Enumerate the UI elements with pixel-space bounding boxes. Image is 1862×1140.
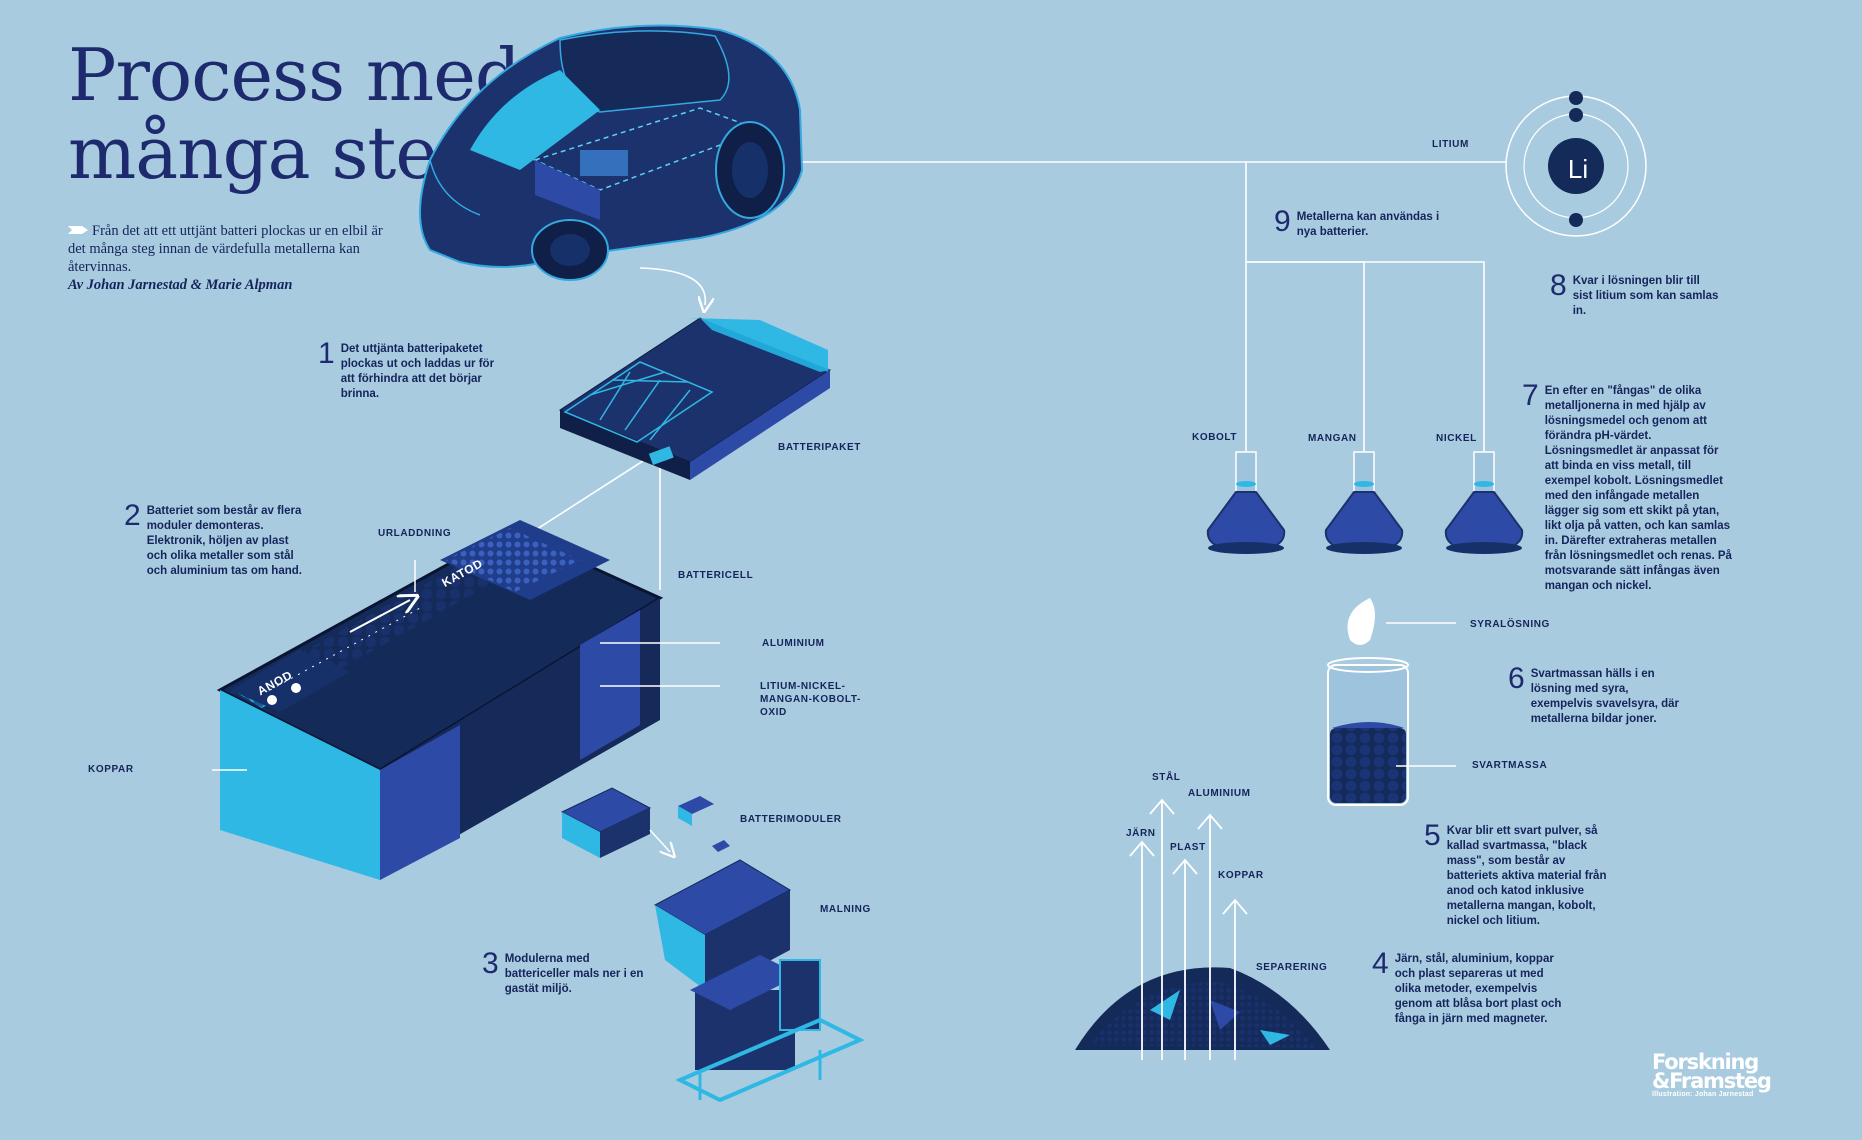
step-6-text: Svartmassan hälls i en lösning med syra,… — [1530, 668, 1680, 725]
label-nickel: NICKEL — [1436, 433, 1477, 444]
step-5-text: Kvar blir ett svart pulver, så kallad sv… — [1446, 825, 1607, 927]
lead-arrow-icon — [68, 226, 88, 234]
step-8-text: Kvar i lösningen blir till sist litium s… — [1572, 275, 1719, 317]
illustration-credit: Illustration: Johan Jarnestad — [1652, 1091, 1754, 1098]
step-6-number: 6 — [1508, 662, 1525, 695]
intro-body: Från det att ett uttjänt batteri plockas… — [68, 223, 383, 275]
step-7: 7 En efter en "fångas" de olika metalljo… — [1522, 379, 1732, 594]
label-batterimoduler: BATTERIMODULER — [740, 814, 842, 825]
step-4-text: Järn, stål, aluminium, koppar och plast … — [1394, 953, 1562, 1025]
lithium-atom-icon — [1505, 91, 1647, 237]
step-9-number: 9 — [1274, 205, 1291, 238]
forskning-framsteg-logo: Forskning &Framsteg Illustration: Johan … — [1652, 1050, 1772, 1099]
acid-beaker — [1327, 598, 1456, 806]
step-3: 3 Modulerna med battericeller mals ner i… — [482, 947, 658, 997]
grinder — [653, 859, 865, 1103]
step-4: 4 Järn, stål, aluminium, koppar och plas… — [1372, 947, 1572, 1027]
label-koppar-sep: KOPPAR — [1218, 870, 1264, 881]
logo-line-1: Forskning — [1652, 1050, 1759, 1074]
label-jarn: JÄRN — [1126, 828, 1156, 839]
flask-mangan — [1324, 451, 1404, 554]
label-plast: PLAST — [1170, 842, 1206, 853]
battery-modules — [560, 787, 730, 858]
step-7-number: 7 — [1522, 379, 1539, 412]
title-line-1: Process med — [68, 33, 521, 117]
battery-cell — [212, 520, 720, 880]
step-5: 5 Kvar blir ett svart pulver, så kallad … — [1424, 819, 1620, 929]
logo-line-2: &Framsteg — [1652, 1069, 1772, 1093]
label-aluminium-cell: ALUMINIUM — [762, 638, 825, 649]
step-8-number: 8 — [1550, 269, 1567, 302]
step-5-number: 5 — [1424, 819, 1441, 852]
label-kobolt: KOBOLT — [1192, 432, 1238, 443]
intro-text: Från det att ett uttjänt batteri plockas… — [68, 222, 398, 294]
flask-nickel — [1444, 451, 1524, 554]
step-1: 1 Det uttjänta batteripaketet plockas ut… — [318, 337, 504, 402]
label-svartmassa: SVARTMASSA — [1472, 760, 1548, 771]
zoom-line-a — [519, 451, 658, 541]
label-litium-nmc: LITIUM-NICKEL-MANGAN-KOBOLT-OXID — [760, 681, 861, 718]
car-illustration — [419, 24, 804, 281]
label-aluminium-sep: ALUMINIUM — [1188, 788, 1251, 799]
label-syralosning: SYRALÖSNING — [1470, 619, 1550, 630]
step-3-number: 3 — [482, 947, 499, 980]
label-mangan: MANGAN — [1308, 433, 1357, 444]
step-7-text: En efter en "fångas" de olika metalljone… — [1544, 385, 1732, 592]
step-3-text: Modulerna med battericeller mals ner i e… — [504, 953, 644, 995]
page-title: Process med många steg — [68, 33, 521, 195]
label-separering: SEPARERING — [1256, 962, 1328, 973]
step-2-number: 2 — [124, 499, 141, 532]
step-4-number: 4 — [1372, 947, 1389, 980]
car-to-pack-arrow — [639, 267, 705, 305]
label-urladdning: URLADDNING — [378, 528, 452, 539]
separation-pile — [1075, 798, 1330, 1060]
flask-kobolt — [1206, 451, 1286, 554]
urladdning-arrow — [349, 600, 410, 633]
step-1-number: 1 — [318, 337, 335, 370]
step-2-text: Batteriet som består av flera moduler de… — [146, 505, 302, 577]
connector-lines — [519, 161, 1506, 590]
label-malning: MALNING — [820, 904, 871, 915]
step-9-text: Metallerna kan användas i nya batterier. — [1296, 211, 1440, 238]
li-symbol: Li — [1567, 154, 1589, 184]
label-battericell: BATTERICELL — [678, 570, 754, 581]
battery-pack — [558, 317, 832, 480]
label-stal: STÅL — [1152, 772, 1181, 783]
step-6: 6 Svartmassan hälls i en lösning med syr… — [1508, 662, 1684, 727]
step-8: 8 Kvar i lösningen blir till sist litium… — [1550, 269, 1720, 319]
step-1-text: Det uttjänta batteripaketet plockas ut o… — [340, 343, 495, 400]
label-batteripaket: BATTERIPAKET — [778, 442, 861, 453]
byline: Av Johan Jarnestad & Marie Alpman — [68, 277, 293, 293]
step-2: 2 Batteriet som består av flera moduler … — [124, 499, 304, 579]
label-koppar-cell: KOPPAR — [88, 764, 134, 775]
step-9: 9 Metallerna kan användas i nya batterie… — [1274, 205, 1444, 240]
title-line-2: många steg — [68, 111, 483, 195]
label-litium: LITIUM — [1432, 139, 1469, 150]
